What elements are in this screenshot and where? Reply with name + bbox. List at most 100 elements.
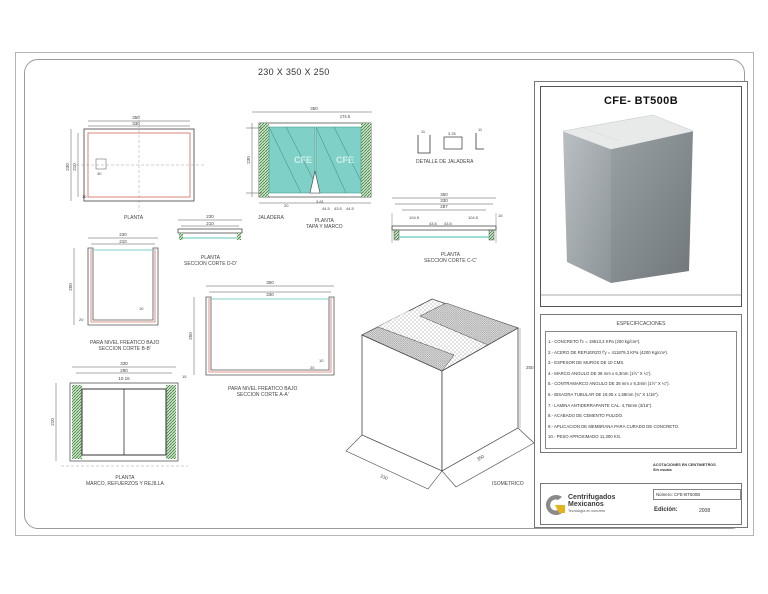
section-cc: 350 330 287 104.5 43.5 43.5 104.5 15 xyxy=(391,192,503,243)
caption-section-aa-line2: SECCION CORTE A-A' xyxy=(236,392,289,398)
edition-label: Edición: xyxy=(654,507,678,513)
dim-iso-h: 250 xyxy=(526,365,534,370)
model-title: CFE- BT500B xyxy=(603,95,679,107)
dim-aa-in: 330 xyxy=(266,292,274,297)
dim-bb-b: 20 xyxy=(79,317,84,322)
dim-iso-l: 350 xyxy=(476,454,485,462)
company-name-line1: Centrifugados xyxy=(568,494,616,501)
dim-dd-top: 230 xyxy=(206,214,214,219)
svg-text:CFE: CFE xyxy=(336,155,354,165)
dim-cc-top: 350 xyxy=(440,192,448,197)
dim-tapa-b1: 20 xyxy=(284,203,289,208)
caption-section-aa: PARA NIVEL FREATICO BAJO SECCION CORTE A… xyxy=(228,386,297,398)
spec-item: 9.- APLICACION DE MEMBRANA PARA CURADO D… xyxy=(548,423,680,429)
dim-tapa-top: 350 xyxy=(310,106,318,111)
dim-bb-in: 210 xyxy=(119,239,127,244)
dim-tapa-side: 230 xyxy=(246,156,251,164)
caption-section-cc-line1: PLANTA xyxy=(440,252,460,258)
dim-p1-a: 30 xyxy=(97,171,102,176)
spec-item: 8.- ACABADO DE CEMENTO PULIDO. xyxy=(548,413,624,419)
company-logo: Centrifugados Mexicanos Tecnología en co… xyxy=(544,493,648,519)
plan-view-1: 350 330 230 210 30 10 xyxy=(65,115,204,211)
caption-cover-plan: PLANTA TAPA Y MARCO xyxy=(306,218,343,230)
caption-frame-plan-line2: MARCO, REFUERZOS Y REJILLA xyxy=(86,481,164,487)
section-bb: 230 210 250 10 20 xyxy=(68,232,159,326)
section-aa: 350 330 250 10 20 xyxy=(188,280,335,376)
dim-mr-in: 10.16 xyxy=(118,376,130,381)
dim-mr-mid: 290 xyxy=(120,368,128,373)
dim-cc-b3: 43.5 xyxy=(444,221,453,226)
spec-item: 3.- ESPESOR DE MUROS DE 10 CMS. xyxy=(548,360,625,366)
dim-cc-side: 15 xyxy=(498,213,503,218)
caption-cover-plan-line1: PLANTA xyxy=(314,218,334,224)
dim-jal-c: 11 xyxy=(478,127,483,132)
spec-item: 10.- PESO APROXIMADO 11,300 KG. xyxy=(548,434,622,440)
dim-p1-side-b: 210 xyxy=(72,163,77,171)
dim-p1-top: 350 xyxy=(132,115,140,120)
dim-iso-w: 230 xyxy=(380,473,389,481)
company-name: Centrifugados Mexicanos xyxy=(568,494,615,508)
dim-cc-b2: 43.5 xyxy=(429,221,438,226)
caption-section-dd-line2: SECCION CORTE D-D' xyxy=(184,261,237,267)
isometric-view: 250 230 350 xyxy=(345,298,535,490)
spec-item: 1.- CONCRETO f'c = 19613,3 KPa (200 kg/c… xyxy=(548,339,641,344)
units-note-line1: ACOTACIONES EN CENTIMETROS xyxy=(653,463,716,467)
dim-aa-a: 10 xyxy=(319,358,324,363)
product-photo-frame: CFE- BT500B xyxy=(540,86,742,307)
concrete-box-photo xyxy=(541,114,741,296)
caption-section-dd: PLANTA SECCION CORTE D-D' xyxy=(184,255,237,267)
company-name-line2: Mexicanos xyxy=(568,501,604,508)
dim-bb-top: 230 xyxy=(119,232,127,237)
caption-frame-plan-line1: PLANTA xyxy=(115,475,135,481)
dim-bb-side: 250 xyxy=(68,283,73,291)
section-dd: 230 210 xyxy=(177,214,243,240)
dim-mr-right: 15 xyxy=(182,374,187,379)
spec-item: 2.- ACERO DE REFUERZO f'y = 411879,3 KPa… xyxy=(548,349,669,355)
plan-frame-rebar-grate: 330 290 10.16 210 15 xyxy=(50,361,188,467)
caption-cover-plan-line2: TAPA Y MARCO xyxy=(306,224,343,230)
spec-item: 6.- BISAGRA TUBULAR DE 19,05 x 1,58mm (¾… xyxy=(548,391,659,397)
drawing-number: Número: CFE-BT500B xyxy=(653,489,741,500)
dim-mr-side: 210 xyxy=(50,418,55,426)
specifications-box: 1.- CONCRETO f'c = 19613,3 KPa (200 kg/c… xyxy=(545,331,737,449)
caption-section-bb-line1: PARA NIVEL FREATICO BAJO xyxy=(90,340,160,346)
dim-tapa-b3: 44.5 xyxy=(322,206,331,211)
dim-tapa-b2: 3.81 xyxy=(316,199,325,204)
caption-section-dd-line1: PLANTA xyxy=(200,255,220,261)
plan-cover-and-frame: 350 174.5 CFE CFE 230 20 3.81 44.5 43.5 … xyxy=(246,106,372,211)
specifications-list: 1.- CONCRETO f'c = 19613,3 KPa (200 kg/c… xyxy=(548,337,679,443)
spec-item: 4.- MARCO ANGULO DE 38 mm x 6,3mm (1½" X… xyxy=(548,370,652,376)
specifications-title: ESPECIFICACIONES xyxy=(616,321,666,327)
company-logo-icon xyxy=(546,495,565,515)
dim-tapa-b5: 44.5 xyxy=(346,206,355,211)
dim-aa-top: 350 xyxy=(266,280,274,285)
caption-section-bb: PARA NIVEL FREATICO BAJO SECCION CORTE B… xyxy=(90,340,159,352)
caption-section-cc-line2: SECCION CORTE C-C' xyxy=(424,258,477,264)
sheet-title: 230 X 350 X 250 xyxy=(258,67,330,77)
dim-tapa-b4: 43.5 xyxy=(334,206,343,211)
drawing-sheet: 230 X 350 X 250 350 330 xyxy=(15,52,754,536)
dim-p1-b: 10 xyxy=(82,194,87,199)
caption-handle: JALADERA xyxy=(258,215,284,221)
caption-section-aa-line1: PARA NIVEL FREATICO BAJO xyxy=(228,386,298,392)
units-note-line2: Sin escala xyxy=(653,468,672,472)
handle-detail: 11 3.25 11 xyxy=(417,127,484,154)
dim-jal-a: 11 xyxy=(421,129,426,134)
dim-cc-in: 287 xyxy=(440,204,448,209)
caption-handle-detail: DETALLE DE JALADERA xyxy=(416,159,474,165)
dim-dd-in: 210 xyxy=(206,221,214,226)
technical-drawings: 350 330 230 210 30 10 350 174.5 CFE xyxy=(50,106,535,490)
edition-value: 2008 xyxy=(699,508,711,514)
caption-isometric: ISOMETRICO xyxy=(492,481,524,487)
caption-section-cc: PLANTA SECCION CORTE C-C' xyxy=(424,252,477,264)
company-block: Centrifugados Mexicanos Tecnología en co… xyxy=(540,483,742,525)
dim-bb-a: 10 xyxy=(139,306,144,311)
svg-text:CFE: CFE xyxy=(294,155,312,165)
dim-cc-b1: 104.5 xyxy=(409,215,420,220)
dim-p1-side: 230 xyxy=(65,163,70,171)
specifications-panel: ESPECIFICACIONES 1.- CONCRETO f'c = 1961… xyxy=(540,314,742,453)
dim-cc-b4: 104.5 xyxy=(468,215,479,220)
dim-cc-mid: 330 xyxy=(440,198,448,203)
dim-aa-b: 20 xyxy=(310,365,315,370)
dim-tapa-a: 174.5 xyxy=(340,114,351,119)
